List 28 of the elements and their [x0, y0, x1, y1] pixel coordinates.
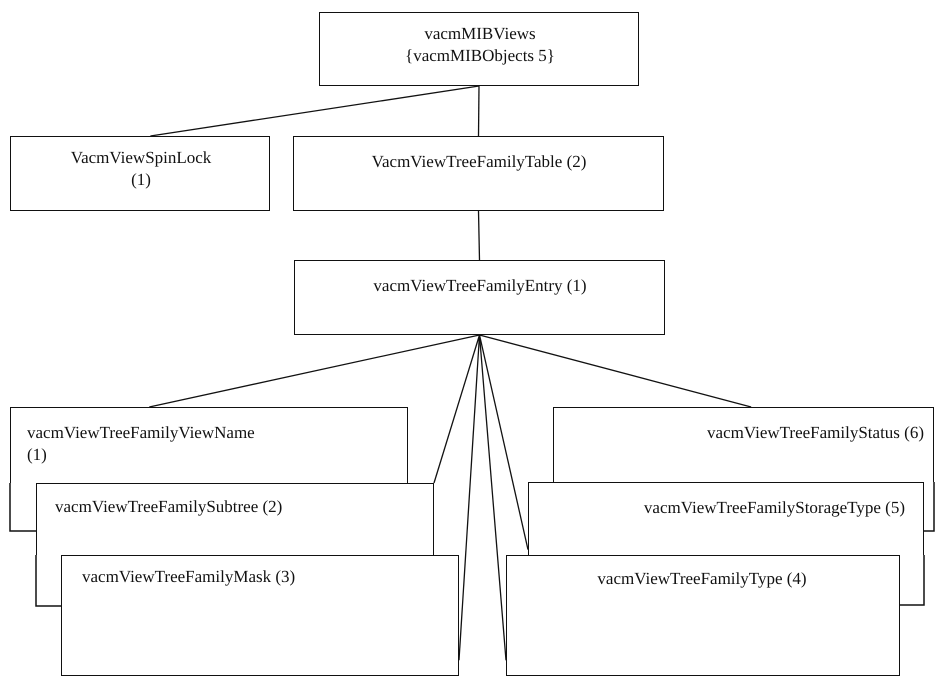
node-label: vacmViewTreeFamilyStatus (6)	[706, 422, 924, 444]
connector-line	[433, 334, 480, 484]
connector-line	[478, 334, 507, 660]
connector-line	[478, 86, 480, 136]
tree-node-box	[528, 482, 924, 555]
tree-node-box	[61, 555, 459, 676]
tree-node-box	[36, 483, 434, 555]
node-label: vacmViewTreeFamilyViewName (1)	[27, 422, 256, 466]
connector-line	[478, 210, 480, 260]
node-label: VacmViewTreeFamilyTable (2)	[370, 151, 588, 173]
connector-line	[478, 334, 529, 550]
tree-node-box	[553, 407, 934, 482]
tree-node-box	[293, 136, 664, 211]
connector-line	[149, 334, 480, 408]
tree-node-box	[294, 260, 665, 335]
node-label: vacmViewTreeFamilyType (4)	[596, 568, 808, 590]
node-label: vacmViewTreeFamilySubtree (2)	[55, 496, 284, 518]
node-label: VacmViewSpinLock (1)	[70, 147, 212, 191]
tree-node-box	[10, 136, 270, 211]
connector-line	[479, 334, 752, 408]
node-label: vacmMIBViews {vacmMIBObjects 5}	[404, 23, 556, 67]
tree-node-box	[506, 555, 900, 676]
connector-line	[150, 85, 480, 137]
node-label: vacmViewTreeFamilyEntry (1)	[372, 275, 588, 297]
node-label: vacmViewTreeFamilyStorageType (5)	[642, 497, 905, 519]
node-label: vacmViewTreeFamilyMask (3)	[82, 566, 296, 588]
tree-node-box	[319, 12, 639, 86]
tree-node-box	[10, 407, 408, 483]
